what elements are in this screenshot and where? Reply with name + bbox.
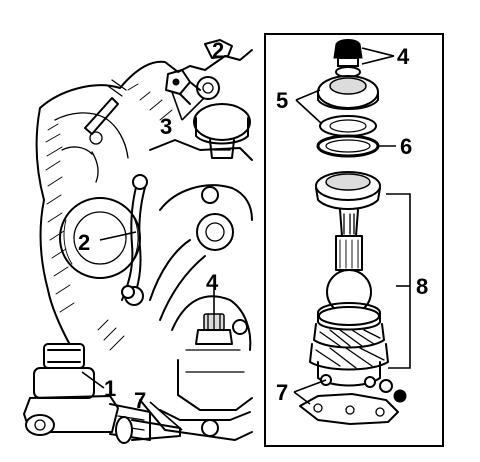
- leader-lines: [81, 47, 410, 431]
- callout-labels: 4 5 6 8 3 2 4 1 7 7: [78, 44, 428, 413]
- dust-cover-part: [316, 134, 380, 158]
- top-nut-part: [333, 39, 363, 78]
- callout-steering-damper: 1: [104, 376, 116, 401]
- vehicle-frame-drawing: 2: [35, 38, 253, 441]
- callout-dust-cover: 6: [400, 134, 412, 159]
- callout-tie-rod-end: 3: [160, 114, 172, 139]
- callout-king-pin-assembly: 8: [416, 274, 428, 299]
- ball-joint-nut-drawing: [195, 313, 233, 345]
- exploded-view-frame: [264, 33, 444, 447]
- steering-damper-drawing: [23, 343, 181, 444]
- tie-rod-end-drawing: [165, 69, 251, 159]
- callout-bolts-left: 7: [134, 388, 146, 413]
- callout-shim-washer: 5: [276, 88, 288, 113]
- king-pin-bracket-line: [386, 193, 411, 369]
- callout-nut-right: 4: [397, 44, 410, 69]
- casting-mark-text: 2: [212, 38, 224, 63]
- shim-washer-part: [317, 75, 379, 137]
- callout-nut-left: 4: [206, 270, 219, 295]
- exploded-view-panel: [264, 33, 444, 447]
- king-pin-assembly-part: [309, 171, 407, 403]
- gasket-part: [299, 393, 399, 425]
- callout-bracket-wire: 2: [78, 230, 90, 255]
- callout-bolts-right: 7: [276, 380, 288, 405]
